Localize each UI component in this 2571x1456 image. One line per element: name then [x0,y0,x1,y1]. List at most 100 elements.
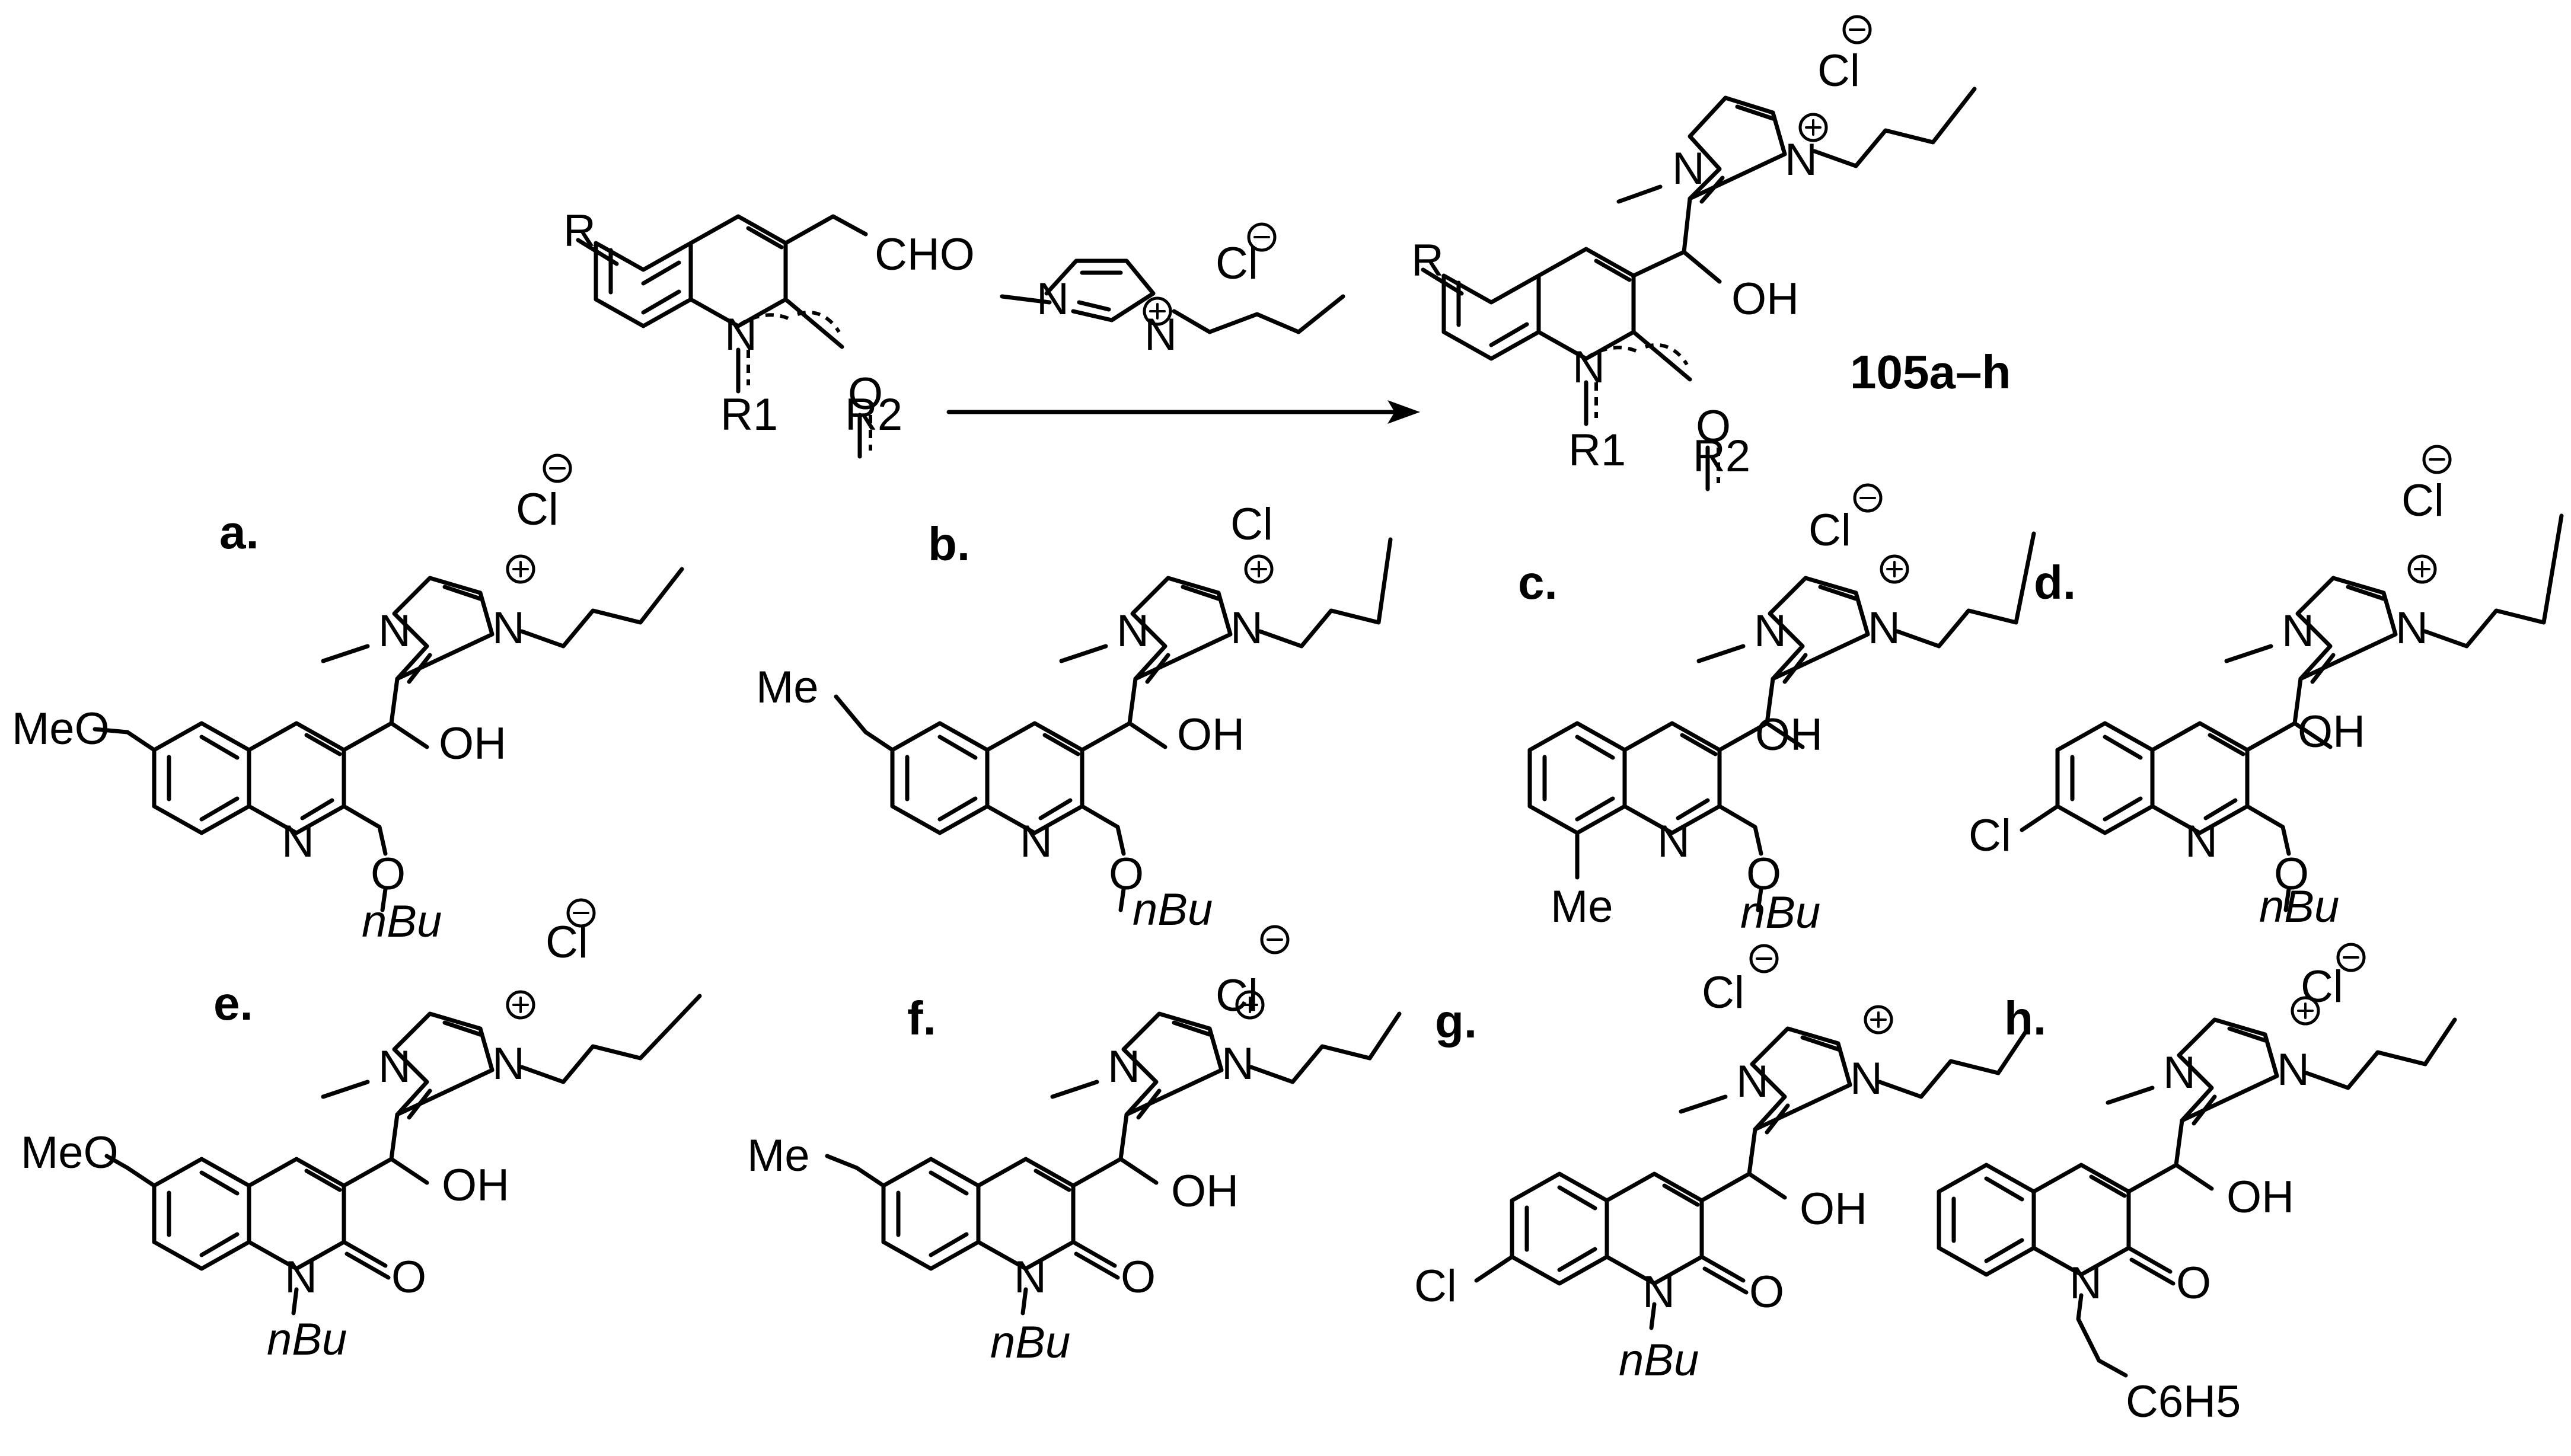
im-n1-label: N [2282,606,2314,656]
n-substituent-label: C6H5 [2126,1377,2241,1427]
product-anion-label: Cl [1817,46,1860,96]
substituent-label: MeO [12,704,110,754]
substituent-label: Me [1551,882,1613,932]
im-n3-label: N [1230,603,1263,653]
ether-o-label: O [1109,849,1144,899]
substituent-label: Me [756,662,819,713]
oh-label: OH [442,1160,509,1211]
substituent-label: Cl [1969,810,2011,861]
reagent-n3-label: N [1144,309,1177,360]
reactant-r-label: R [563,206,596,256]
carbonyl-o-label: O [1121,1252,1156,1302]
product-r1-label: R1 [1568,425,1626,475]
reactant-structure: R CHO N O R1 R2 [563,206,975,459]
reactant-n-label: N [725,309,757,360]
reactant-r1-label: R1 [720,389,778,440]
product-r-label: R [1411,235,1444,286]
reagent-imidazolium: N N Cl [1000,222,1345,360]
oh-label: OH [1177,710,1245,760]
ring-n-label: N [1657,816,1690,867]
n-substituent-label: nBu [267,1314,347,1365]
carbonyl-o-label: O [391,1252,426,1302]
oh-label: OH [2227,1172,2294,1222]
reactant-r2-label: R2 [845,389,902,440]
product-r2-label: R2 [1693,431,1750,481]
compound-h: h. N O C6H5 OH N N Cl [1937,943,2457,1427]
anion-label: Cl [1216,970,1258,1021]
im-n1-label: N [2163,1048,2196,1098]
n-substituent-label: nBu [990,1317,1070,1368]
compound-f: f. Me N O nBu OH N N Cl [747,970,1402,1368]
ether-o-label: O [371,849,406,899]
compound-b: b. Me N O nBu OH N N Cl [756,499,1393,954]
anion-label: Cl [1808,505,1851,555]
compound-letter: e. [213,977,253,1030]
anion-label: Cl [516,484,559,535]
substituent-label: Me [747,1131,810,1181]
compound-letter: f. [907,992,936,1045]
ether-o-label: O [2274,849,2309,899]
im-n3-label: N [2277,1045,2310,1095]
im-n1-label: N [1736,1056,1769,1107]
ring-n-label: N [2185,816,2218,867]
oh-label: OH [1800,1184,1867,1234]
compound-e: e. MeO N O nBu OH N N Cl [21,898,702,1365]
anion-label: Cl [546,917,588,968]
substituent-label: Cl [1414,1261,1457,1311]
compound-series-label: 105a–h [1850,346,2011,398]
compound-d: d. Cl N O nBu OH N N Cl [1969,445,2564,932]
compound-g: g. Cl N O nBu OH N N Cl [1414,944,2030,1385]
anion-label: Cl [1702,968,1744,1018]
compound-letter: a. [219,506,259,558]
im-n1-label: N [378,1042,411,1092]
ring-n-label: N [1020,816,1052,867]
im-n1-label: N [1754,606,1787,656]
oh-label: OH [439,719,506,769]
ring-n-label: N [1014,1252,1047,1302]
ring-n-label: N [1642,1267,1675,1317]
compound-a: a. MeO N O nBu OH N N Cl [12,454,684,947]
reagent-anion-label: Cl [1216,238,1258,289]
product-o-label: O [1696,401,1731,452]
product-im-n1-label: N [1672,143,1705,194]
im-n1-label: N [378,606,411,656]
compound-letter: h. [2004,992,2046,1045]
reaction-arrow [946,400,1420,424]
ring-n-label: N [2069,1258,2102,1308]
carbonyl-o-label: O [2176,1258,2211,1308]
reactant-cho-label: CHO [875,229,975,280]
reagent-n1-label: N [1036,274,1069,324]
ring-n-label: N [285,1252,317,1302]
alkoxy-label: nBu [2259,882,2339,932]
compound-letter: c. [1518,556,1558,609]
im-n1-label: N [1108,1042,1140,1092]
anion-label: Cl [2301,962,2343,1012]
im-n3-label: N [1850,1053,1883,1104]
oh-label: OH [1755,710,1823,760]
substituent-label: MeO [21,1128,119,1178]
anion-label: Cl [2401,475,2444,526]
im-n3-label: N [1221,1039,1254,1089]
product-oh-label: OH [1731,274,1799,324]
ring-n-label: N [282,816,314,867]
oh-label: OH [1171,1166,1239,1216]
product-n-label: N [1572,342,1605,392]
compound-letter: g. [1435,995,1477,1048]
im-n3-label: N [492,1039,525,1089]
im-n1-label: N [1117,606,1149,656]
oh-label: OH [2298,707,2365,757]
alkoxy-label: nBu [1740,887,1820,938]
compound-c: c. Me N O nBu OH N N Cl [1518,483,2036,938]
n-substituent-label: nBu [1619,1335,1699,1385]
product-im-n3-label: N [1785,135,1817,185]
im-n3-label: N [1868,603,1900,653]
product-structure: R OH N O R1 R2 N N Cl 105a–h [1411,15,2011,491]
ether-o-label: O [1746,849,1781,899]
compound-letter: d. [2034,556,2076,609]
alkoxy-label: nBu [1133,885,1213,935]
anion-label: Cl [1230,499,1273,550]
im-n3-label: N [492,603,525,653]
compound-letter: b. [928,518,970,570]
im-n3-label: N [2395,603,2428,653]
